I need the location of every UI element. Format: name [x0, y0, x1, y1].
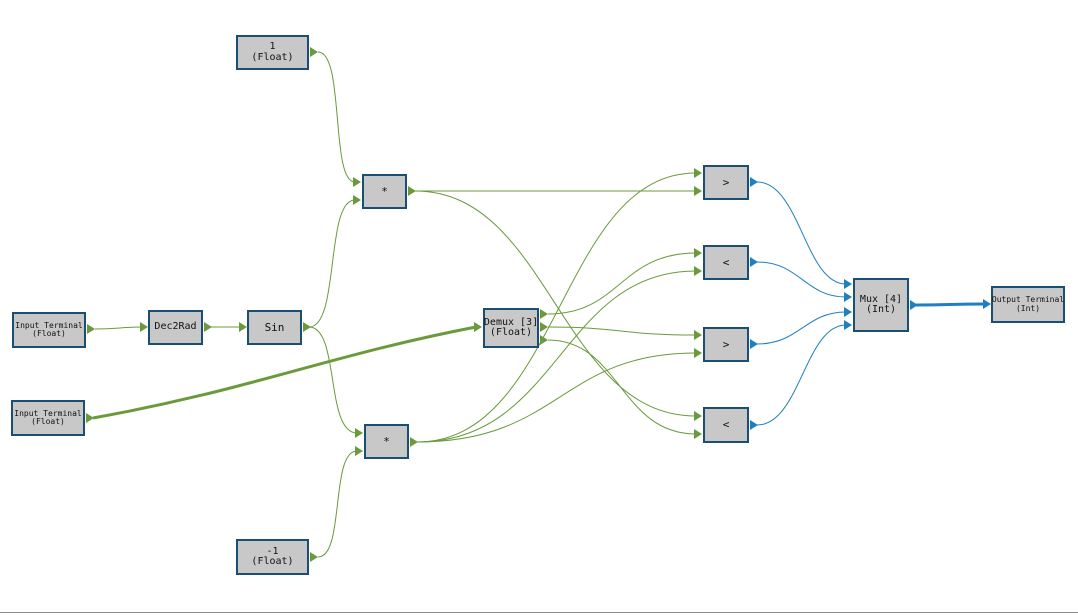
output-terminal-node[interactable]: Output Terminal (Int) — [991, 286, 1065, 323]
const-one-value: 1 — [269, 41, 276, 52]
multiply-top-label: * — [381, 184, 388, 198]
compare-gt-2-label: > — [722, 337, 730, 351]
output-terminal-label: Output Terminal — [991, 295, 1065, 305]
compare-gt-2-output-port[interactable] — [750, 339, 758, 349]
edge-demux-to-compare-lt-1 — [547, 252, 697, 315]
demux-node[interactable]: Demux [3] (Float) — [483, 308, 539, 348]
mux-input-port-1[interactable] — [844, 279, 852, 289]
edge-demux-to-compare-lt-2 — [547, 339, 697, 435]
multiply-top-output-port[interactable] — [408, 186, 416, 196]
dec2rad-label: Dec2Rad — [154, 321, 197, 333]
compare-lt-2-input-port-b[interactable] — [694, 429, 702, 439]
mux-type: (Int) — [865, 304, 897, 315]
input-terminal-2-node[interactable]: Input Terminal (Float) — [11, 400, 85, 436]
edge-multiply-top-to-compare-lt-2 — [414, 190, 697, 417]
output-terminal-type: (Int) — [1015, 303, 1041, 313]
input-terminal-1-type: (Float) — [32, 329, 66, 338]
edge-multiply-bottom-to-compare-gt-2 — [416, 352, 697, 443]
demux-output-port-1[interactable] — [540, 309, 548, 319]
const-one-type: (Float) — [251, 51, 294, 63]
compare-gt-1-label: > — [722, 175, 730, 189]
edge-multiply-bottom-to-compare-gt-1 — [416, 172, 697, 443]
const-one-node[interactable]: 1 (Float) — [236, 35, 309, 70]
compare-lt-2-label: < — [722, 418, 730, 432]
compare-gt-2-input-port-b[interactable] — [694, 348, 702, 358]
compare-lt-2-output-port[interactable] — [750, 420, 758, 430]
multiply-top-input-port-b[interactable] — [353, 195, 361, 205]
input-terminal-2-label: Input Terminal — [14, 408, 82, 418]
compare-gt-1-input-port-a[interactable] — [694, 168, 702, 178]
dec2rad-output-port[interactable] — [204, 322, 212, 332]
compare-gt-2-node[interactable]: > — [703, 327, 749, 362]
edge-sin-to-multiply-top — [308, 199, 356, 328]
edge-sin-to-multiply-bottom — [308, 326, 358, 434]
const-neg-one-type: (Float) — [251, 556, 294, 567]
multiply-top-input-port-a[interactable] — [353, 177, 361, 187]
sin-label: Sin — [264, 320, 285, 334]
input-terminal-1-label: Input Terminal — [15, 320, 83, 330]
const-one-output-port[interactable] — [310, 47, 318, 57]
mux-label: Mux [4] — [859, 293, 903, 305]
input-terminal-2-output-port[interactable] — [86, 413, 94, 423]
multiply-bottom-label: * — [383, 434, 390, 448]
mux-input-port-3[interactable] — [844, 307, 852, 317]
dec2rad-node[interactable]: Dec2Rad — [148, 310, 203, 345]
multiply-bottom-input-port-b[interactable] — [355, 446, 363, 456]
edge-compare-lt-2-to-mux — [756, 324, 847, 426]
sin-input-port[interactable] — [239, 322, 247, 332]
mux-output-port[interactable] — [910, 300, 918, 310]
edge-const-one-to-multiply-top — [317, 51, 356, 183]
canvas-bottom-border — [0, 612, 1078, 613]
sin-output-port[interactable] — [303, 322, 311, 332]
multiply-bottom-node[interactable]: * — [364, 424, 409, 459]
input-terminal-2-type: (Float) — [31, 417, 65, 426]
multiply-top-node[interactable]: * — [362, 174, 407, 209]
demux-output-port-2[interactable] — [540, 322, 548, 332]
demux-output-port-3[interactable] — [540, 335, 548, 345]
edge-mux-to-output-terminal — [915, 302, 986, 307]
demux-label: Demux [3] — [483, 316, 539, 328]
const-neg-one-node[interactable]: -1 (Float) — [236, 539, 309, 575]
compare-lt-1-label: < — [722, 255, 730, 269]
compare-lt-1-output-port[interactable] — [750, 257, 758, 267]
edge-multiply-bottom-to-compare-lt-1 — [416, 270, 697, 443]
dataflow-edges — [94, 51, 697, 558]
compare-lt-1-input-port-a[interactable] — [694, 248, 702, 258]
compare-lt-2-input-port-a[interactable] — [694, 411, 702, 421]
compare-lt-1-node[interactable]: < — [703, 245, 749, 280]
dec2rad-input-port[interactable] — [140, 322, 148, 332]
mux-input-port-4[interactable] — [844, 320, 852, 330]
compare-lt-1-input-port-b[interactable] — [694, 266, 702, 276]
const-neg-one-output-port[interactable] — [310, 552, 318, 562]
compare-gt-1-node[interactable]: > — [703, 165, 749, 200]
multiply-bottom-output-port[interactable] — [410, 437, 418, 447]
multiply-bottom-input-port-a[interactable] — [355, 428, 363, 438]
demux-input-port[interactable] — [474, 322, 482, 332]
edge-compare-gt-1-to-mux — [756, 181, 847, 285]
edge-compare-gt-2-to-mux — [756, 311, 847, 345]
output-edges — [756, 181, 847, 426]
input-terminal-1-output-port[interactable] — [87, 324, 95, 334]
compare-gt-1-input-port-b[interactable] — [694, 186, 702, 196]
edge-demux-to-compare-gt-2 — [547, 326, 697, 336]
edge-const-neg-one-to-multiply-bottom — [317, 450, 358, 558]
const-neg-one-value: -1 — [266, 545, 279, 557]
compare-gt-2-input-port-a[interactable] — [694, 330, 702, 340]
compare-lt-2-node[interactable]: < — [703, 407, 749, 443]
compare-gt-1-output-port[interactable] — [750, 177, 758, 187]
input-terminal-1-node[interactable]: Input Terminal (Float) — [12, 312, 86, 348]
edge-input-2-to-demux — [92, 325, 477, 420]
mux-node[interactable]: Mux [4] (Int) — [853, 278, 909, 332]
mux-input-port-2[interactable] — [844, 292, 852, 302]
demux-type: (Float) — [489, 327, 533, 338]
edge-input-1-to-dec2rad — [94, 326, 144, 330]
edge-compare-lt-1-to-mux — [756, 261, 847, 298]
sin-node[interactable]: Sin — [247, 310, 302, 345]
output-terminal-input-port[interactable] — [983, 299, 991, 309]
